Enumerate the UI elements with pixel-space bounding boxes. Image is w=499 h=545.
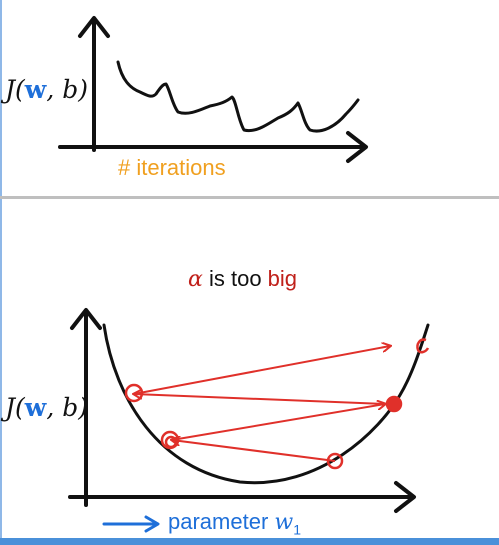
bottom-x-axis <box>68 481 416 513</box>
gradient-points <box>124 338 430 470</box>
cost-vs-iterations-curve <box>116 60 360 133</box>
top-x-axis-label: # iterations <box>118 155 226 180</box>
overshoot-steps <box>133 346 390 462</box>
bottom-y-axis-label: J(w, b) <box>5 393 88 422</box>
step-arrow <box>133 346 390 395</box>
step-point <box>124 383 144 403</box>
arrow-right-icon <box>102 515 160 533</box>
title-emphasis: big <box>267 266 298 291</box>
w-vector-label: w <box>24 75 47 104</box>
w-vector-label: w <box>24 393 47 422</box>
alpha-symbol: α <box>188 267 203 292</box>
step-arrow <box>134 394 386 405</box>
step-point <box>164 435 178 449</box>
section-divider <box>0 196 499 199</box>
top-x-axis <box>58 131 368 163</box>
cost-bowl-curve <box>102 323 430 485</box>
step-point <box>416 338 430 354</box>
top-y-axis-label: J(w, b) <box>5 75 88 104</box>
bottom-progress-bar <box>0 538 499 545</box>
step-point <box>385 395 403 413</box>
step-arrow <box>171 404 385 441</box>
left-edge-strip <box>0 0 2 545</box>
bottom-x-axis-label: parameter w1 <box>168 509 302 538</box>
step-point <box>326 452 344 470</box>
top-y-axis <box>78 16 110 152</box>
bottom-chart-title: α is too big <box>188 266 298 292</box>
step-arrow <box>172 440 336 462</box>
bottom-y-axis <box>70 308 102 507</box>
